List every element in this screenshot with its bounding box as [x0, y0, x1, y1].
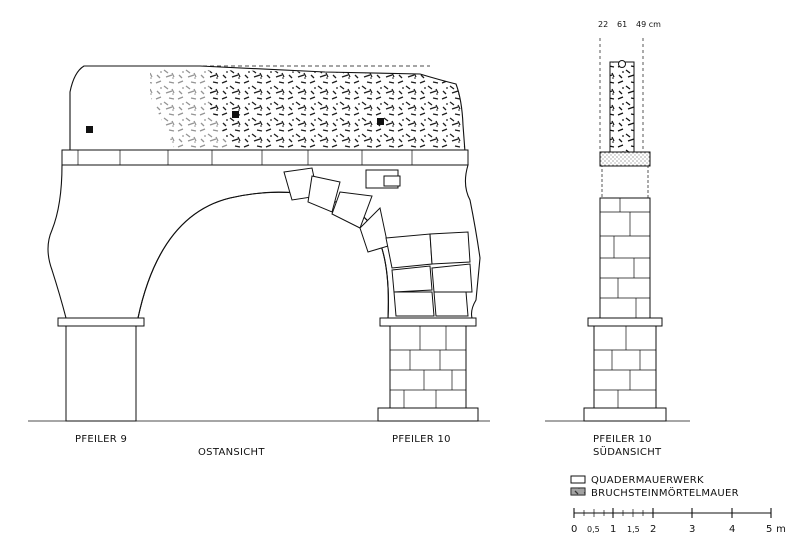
- caption-pfeiler-9: PFEILER 9: [75, 434, 127, 445]
- scale-tick-1: 1: [610, 524, 617, 535]
- scale-tick-1-5: 1,5: [627, 525, 640, 534]
- scale-tick-5m: 5 m: [766, 524, 786, 535]
- pier-9: [57, 317, 145, 422]
- legend-label-bruchstein: BRUCHSTEINMÖRTELMAUER: [591, 486, 739, 499]
- legend-label-quadermauerwerk: QUADERMAUERWERK: [591, 475, 704, 486]
- caption-pfeiler-10: PFEILER 10: [392, 434, 451, 445]
- scale-tick-3: 3: [689, 524, 696, 535]
- dim-label-22: 22: [598, 20, 608, 29]
- pier-10-east: [377, 317, 479, 422]
- caption-pfeiler-10-side: PFEILER 10: [593, 434, 652, 445]
- arch-voussoirs: [283, 167, 473, 317]
- upper-rubble-wall: [69, 65, 466, 153]
- dim-label-61: 61: [617, 20, 627, 29]
- dim-label-49: 49 cm: [636, 20, 661, 29]
- scale-tick-2: 2: [650, 524, 657, 535]
- scale-bar: [573, 508, 772, 518]
- caption-suedansicht: SÜDANSICHT: [593, 445, 662, 458]
- legend: QUADERMAUERWERK BRUCHSTEINMÖRTELMAUER: [570, 475, 739, 499]
- legend-swatch-quadermauerwerk: [570, 475, 586, 484]
- scale-tick-4: 4: [729, 524, 736, 535]
- scale-tick-0: 0: [571, 524, 578, 535]
- pier-10-south: [583, 38, 667, 422]
- cornice-course: [61, 149, 469, 166]
- caption-ostansicht: OSTANSICHT: [198, 447, 265, 458]
- scale-tick-0-5: 0,5: [587, 525, 600, 534]
